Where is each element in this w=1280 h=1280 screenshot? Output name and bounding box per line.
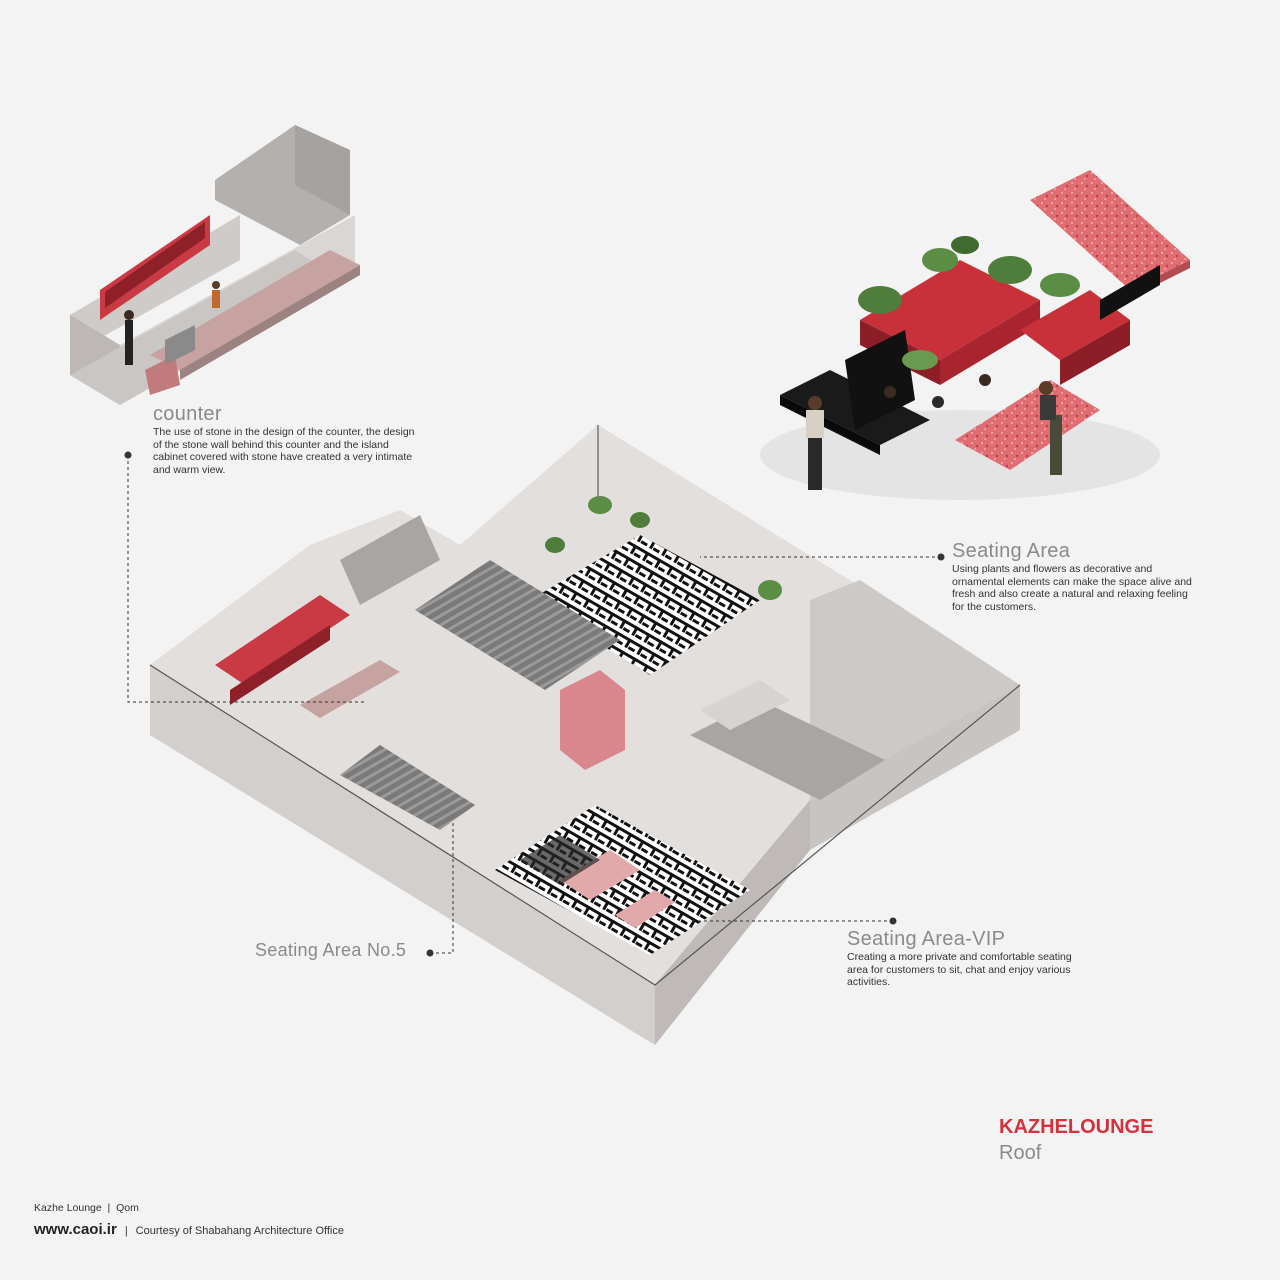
- leader-dots: [124, 451, 945, 957]
- counter-illustration: [70, 125, 360, 405]
- seating-area-no5-title: Seating Area No.5: [255, 940, 407, 960]
- seating-area-illustration: [760, 170, 1190, 500]
- seating-area-vip-annotation: Seating Area-VIP Creating a more private…: [847, 928, 1087, 989]
- footer-location: Kazhe Lounge | Qom: [34, 1202, 139, 1214]
- seating-area-description: Using plants and flowers as decorative a…: [952, 563, 1192, 613]
- main-plan-illustration: [149, 425, 1021, 1045]
- seating-area-vip-description: Creating a more private and comfortable …: [847, 951, 1072, 988]
- footer-credit: Courtesy of Shabahang Architecture Offic…: [135, 1225, 344, 1237]
- counter-annotation: counter The use of stone in the design o…: [153, 403, 423, 476]
- seating-area-vip-title: Seating Area-VIP: [847, 928, 1006, 950]
- project-subtitle: Roof: [999, 1142, 1042, 1164]
- project-name: KAZHELOUNGE: [999, 1116, 1154, 1138]
- seating-area-title: Seating Area: [952, 540, 1071, 562]
- footer: Kazhe Lounge | Qom www.caoi.ir | Courtes…: [34, 1202, 344, 1238]
- seating-area-annotation: Seating Area Using plants and flowers as…: [952, 540, 1202, 613]
- footer-separator: |: [124, 1225, 128, 1237]
- project-title-block: KAZHELOUNGE Roof: [999, 1116, 1153, 1165]
- counter-description: The use of stone in the design of the co…: [153, 426, 415, 476]
- counter-title: counter: [153, 403, 222, 425]
- footer-url-link[interactable]: www.caoi.ir: [34, 1221, 117, 1238]
- leader-lines: [127, 455, 941, 954]
